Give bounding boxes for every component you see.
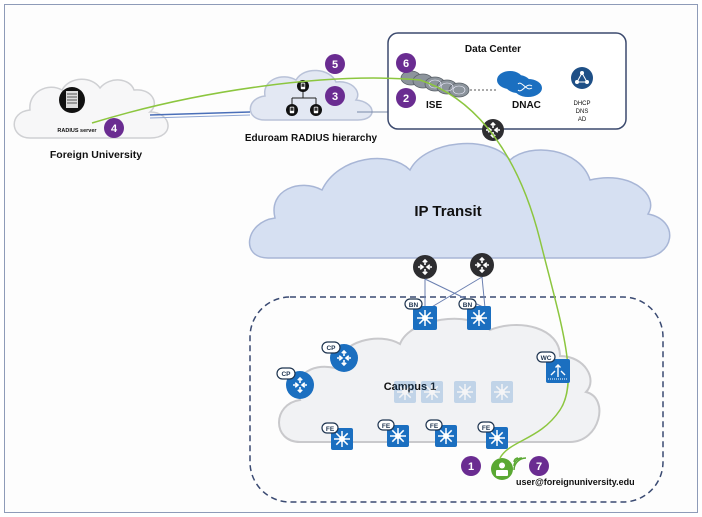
cp-tag-text: CP <box>281 371 291 378</box>
step-number: 6 <box>403 58 409 70</box>
fabric-edge-switch <box>435 425 457 447</box>
user-laptop-icon <box>491 458 513 480</box>
service-ad: AD <box>578 117 587 123</box>
step-number: 1 <box>468 461 474 473</box>
foreign-to-eduroam-link-2 <box>149 114 251 119</box>
step-number: 2 <box>403 93 409 105</box>
fabric-edge-switch <box>331 428 353 450</box>
node-tag-cp: CP <box>321 341 341 354</box>
network-services-icon <box>571 67 593 89</box>
ise-cluster-icon <box>400 70 470 98</box>
transit-router-icon <box>470 253 494 277</box>
step-number: 5 <box>332 59 338 71</box>
wifi-signal-icon <box>513 457 527 471</box>
fabric-edge-switch <box>486 427 508 449</box>
ip-transit-label: IP Transit <box>414 203 481 220</box>
node-tag-bn: BN <box>458 298 477 310</box>
node-tag-fe: FE <box>425 419 443 431</box>
step-badge-3: 3 <box>325 86 345 106</box>
step-badge-2: 2 <box>396 88 416 108</box>
node-tag-fe: FE <box>477 421 495 433</box>
step-number: 4 <box>111 123 118 135</box>
bn-tag-text: BN <box>409 302 419 309</box>
fabric-edge-switch <box>387 425 409 447</box>
step-badge-1: 1 <box>461 456 481 476</box>
foreign-to-eduroam-link <box>149 111 251 116</box>
step-badge-6: 6 <box>396 53 416 73</box>
datacenter-router-icon <box>482 119 504 141</box>
step-badge-5: 5 <box>325 54 345 74</box>
bn-tag-text: BN <box>463 302 473 309</box>
cp-tag-text: CP <box>326 345 336 352</box>
radius-server-label: RADIUS server <box>57 128 97 134</box>
ise-label: ISE <box>426 100 442 111</box>
user-identity: user@foreignuniversity.edu <box>516 477 635 487</box>
step-number: 3 <box>332 91 338 103</box>
eduroam-label: Eduroam RADIUS hierarchy <box>245 133 378 144</box>
transit-router-icon <box>413 255 437 279</box>
radius-server-icon <box>59 87 85 113</box>
service-dhcp: DHCP <box>573 101 590 107</box>
node-tag-wc: WC <box>536 351 556 363</box>
fe-tag-text: FE <box>382 423 391 430</box>
step-badge-7: 7 <box>529 456 549 476</box>
eduroam-cloud <box>249 69 373 121</box>
node-tag-fe: FE <box>377 419 395 431</box>
step-number: 7 <box>536 461 542 473</box>
node-tag-bn: BN <box>404 298 423 310</box>
node-tag-cp: CP <box>276 367 296 380</box>
foreign-university-label: Foreign University <box>50 149 142 161</box>
radius-hierarchy-icon <box>286 80 322 116</box>
fe-tag-text: FE <box>430 423 439 430</box>
step-badge-4: 4 <box>104 118 124 138</box>
wireless-controller-icon <box>546 359 570 383</box>
faded-fabric-edges <box>394 381 513 403</box>
node-tag-fe: FE <box>321 422 339 434</box>
dnac-icon <box>497 71 542 97</box>
border-node-switch <box>467 306 491 330</box>
fe-tag-text: FE <box>326 426 335 433</box>
fe-tag-text: FE <box>482 425 491 432</box>
foreign-university-cloud <box>13 78 169 139</box>
dnac-label: DNAC <box>512 100 541 111</box>
campus-fabric-boundary <box>249 296 664 503</box>
border-node-switch <box>413 306 437 330</box>
wc-tag-text: WC <box>541 355 552 362</box>
data-center-title: Data Center <box>465 44 521 55</box>
authentication-flow-path <box>91 77 570 459</box>
service-dns: DNS <box>576 109 589 115</box>
ip-transit-cloud <box>248 142 671 259</box>
